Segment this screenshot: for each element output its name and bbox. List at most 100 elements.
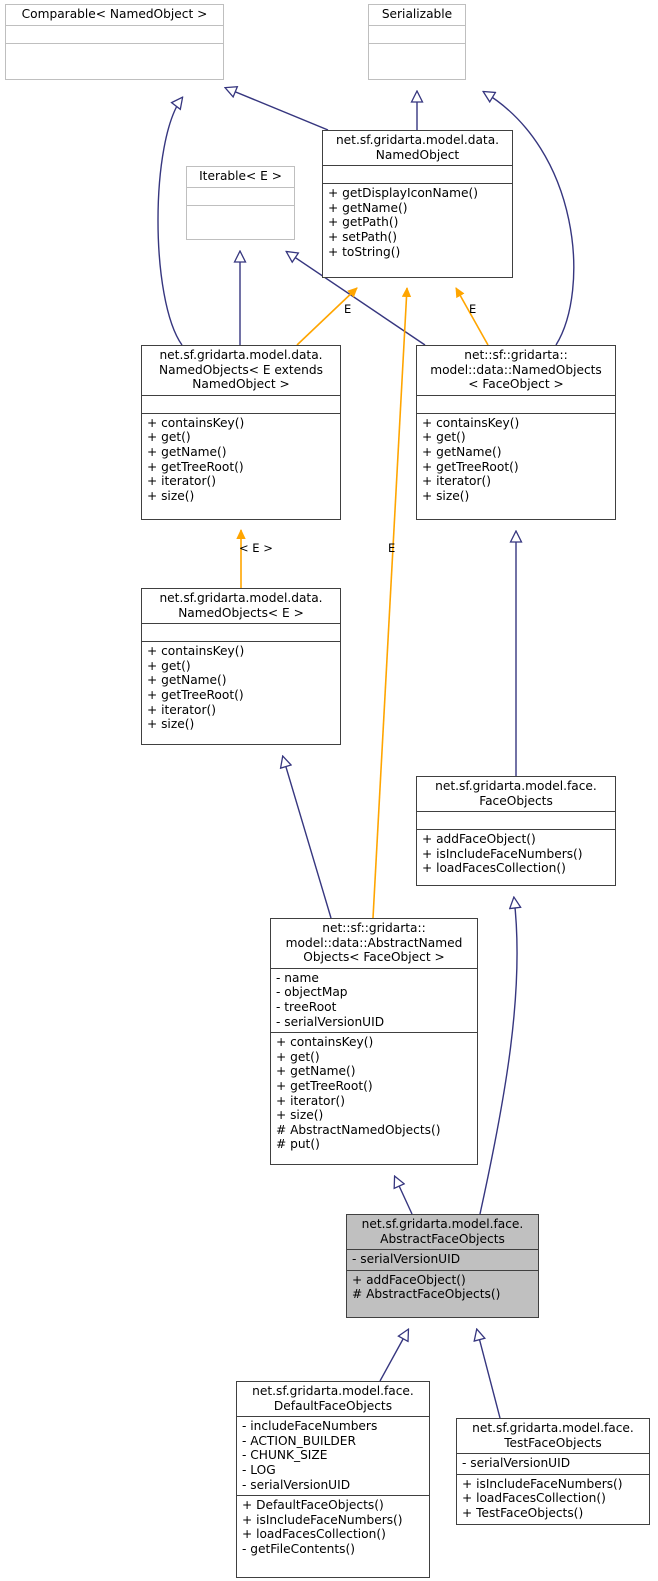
- class-method-row: + getName(): [276, 1064, 356, 1079]
- class-method-row: + getTreeRoot(): [147, 687, 244, 702]
- class-method-row: + getTreeRoot(): [276, 1078, 373, 1093]
- class-method-row: + containsKey(): [147, 415, 245, 430]
- class-title-line: model::data::NamedObjects: [430, 362, 602, 377]
- class-title: net::sf::gridarta::model::data::Abstract…: [271, 919, 477, 968]
- class-title: net.sf.gridarta.model.data.NamedObjects<…: [142, 589, 340, 623]
- class-title-line: net.sf.gridarta.model.data.: [159, 591, 323, 605]
- class-attribute-row: - serialVersionUID: [242, 1477, 351, 1492]
- class-method-row: - getFileContents(): [242, 1541, 356, 1556]
- class-methods: + containsKey()+ get()+ getName()+ getTr…: [417, 412, 615, 507]
- class-title: net.sf.gridarta.model.data.NamedObject: [323, 131, 512, 165]
- class-method-row: + size(): [276, 1108, 324, 1123]
- class-method-row: + getName(): [422, 444, 502, 459]
- class-title-line: net::sf::gridarta::: [464, 348, 568, 362]
- class-box-defaultfaceobjects[interactable]: net.sf.gridarta.model.face.DefaultFaceOb…: [236, 1381, 430, 1578]
- class-title-line: net.sf.gridarta.model.data.: [335, 133, 500, 147]
- edge-label-e1: E: [344, 302, 352, 316]
- class-title-line: net.sf.gridarta.model.face.: [435, 779, 597, 793]
- class-box-namedobject[interactable]: net.sf.gridarta.model.data.NamedObject + …: [322, 130, 513, 278]
- class-box-abstractfaceobjects[interactable]: net.sf.gridarta.model.face.AbstractFaceO…: [346, 1214, 539, 1318]
- class-title: net.sf.gridarta.model.face.FaceObjects: [417, 777, 615, 811]
- class-method-row: + addFaceObject(): [422, 832, 536, 847]
- class-title-line: FaceObjects: [479, 793, 553, 808]
- class-title: Iterable< E >: [187, 167, 294, 187]
- class-title-line: AbstractFaceObjects: [380, 1231, 505, 1246]
- class-method-row: + isIncludeFaceNumbers(): [242, 1512, 403, 1527]
- class-method-row: + get(): [422, 430, 466, 445]
- class-method-row: # AbstractNamedObjects(): [276, 1122, 441, 1137]
- class-method-row: + size(): [147, 488, 195, 503]
- class-attribute-row: - serialVersionUID: [352, 1252, 461, 1267]
- class-methods: + isIncludeFaceNumbers()+ loadFacesColle…: [457, 1473, 649, 1524]
- edge-label-e4: < E >: [239, 541, 273, 555]
- class-method-row: + getName(): [328, 200, 408, 215]
- class-attributes: - serialVersionUID: [457, 1453, 649, 1474]
- class-attribute-row: - objectMap: [276, 985, 348, 1000]
- class-attributes: [417, 394, 615, 413]
- class-attribute-row: - serialVersionUID: [276, 1014, 385, 1029]
- class-attribute-row: - includeFaceNumbers: [242, 1419, 378, 1434]
- class-title: net::sf::gridarta::model::data::NamedObj…: [417, 346, 615, 395]
- class-box-testfaceobjects[interactable]: net.sf.gridarta.model.face.TestFaceObjec…: [456, 1418, 650, 1525]
- class-box-namedobjects-e[interactable]: net.sf.gridarta.model.data.NamedObjects<…: [141, 588, 341, 745]
- class-box-abstractnamedobjects[interactable]: net::sf::gridarta::model::data::Abstract…: [270, 918, 478, 1165]
- class-title-line: net.sf.gridarta.model.data.: [159, 348, 323, 362]
- class-attribute-row: - treeRoot: [276, 999, 337, 1014]
- class-method-row: + iterator(): [422, 474, 491, 489]
- class-method-row: + containsKey(): [422, 415, 520, 430]
- class-attributes: - includeFaceNumbers- ACTION_BUILDER- CH…: [237, 1416, 429, 1495]
- class-attributes: [142, 623, 340, 641]
- class-attribute-row: - ACTION_BUILDER: [242, 1433, 356, 1448]
- class-method-row: + DefaultFaceObjects(): [242, 1498, 384, 1513]
- class-title-line: NamedObjects< E >: [178, 605, 304, 620]
- class-methods: + containsKey()+ get()+ getName()+ getTr…: [271, 1032, 477, 1155]
- class-method-row: + containsKey(): [147, 644, 245, 659]
- edge-label-e3: E: [388, 541, 396, 555]
- class-title-line: DefaultFaceObjects: [273, 1398, 393, 1413]
- class-attributes: [369, 24, 465, 43]
- class-title-line: TestFaceObjects: [504, 1435, 602, 1450]
- class-methods: + addFaceObject()# AbstractFaceObjects(): [347, 1269, 538, 1305]
- class-title-line: net::sf::gridarta::: [322, 921, 426, 935]
- class-box-namedobjects-faceobject[interactable]: net::sf::gridarta::model::data::NamedObj…: [416, 345, 616, 520]
- class-title-line: Comparable< NamedObject >: [21, 7, 208, 21]
- class-methods: + getDisplayIconName()+ getName()+ getPa…: [323, 183, 512, 262]
- class-method-row: + TestFaceObjects(): [462, 1505, 584, 1520]
- class-method-row: + getTreeRoot(): [422, 459, 519, 474]
- class-title-line: NamedObject >: [192, 377, 290, 392]
- class-methods: [369, 42, 465, 61]
- class-method-row: + addFaceObject(): [352, 1272, 466, 1287]
- class-methods: + DefaultFaceObjects()+ isIncludeFaceNum…: [237, 1495, 429, 1559]
- class-title-line: net.sf.gridarta.model.face.: [252, 1384, 414, 1398]
- class-attribute-row: - serialVersionUID: [462, 1456, 571, 1471]
- class-method-row: + loadFacesCollection(): [462, 1491, 606, 1506]
- class-title: net.sf.gridarta.model.face.AbstractFaceO…: [347, 1215, 538, 1249]
- class-method-row: + getPath(): [328, 215, 399, 230]
- class-attributes: [323, 165, 512, 183]
- edge-label-e2: E: [469, 302, 477, 316]
- class-method-row: + isIncludeFaceNumbers(): [462, 1476, 623, 1491]
- class-title-line: NamedObjects< E extends: [159, 362, 323, 377]
- class-box-faceobjects[interactable]: net.sf.gridarta.model.face.FaceObjects + …: [416, 776, 616, 886]
- class-box-namedobjects-e-extends[interactable]: net.sf.gridarta.model.data.NamedObjects<…: [141, 345, 341, 520]
- class-methods: [187, 204, 294, 223]
- class-methods: [6, 42, 223, 61]
- class-method-row: + loadFacesCollection(): [242, 1527, 386, 1542]
- class-attributes: [142, 394, 340, 413]
- class-method-row: + containsKey(): [276, 1035, 374, 1050]
- class-method-row: + iterator(): [147, 474, 216, 489]
- class-title-line: Serializable: [381, 7, 453, 21]
- class-box-serializable[interactable]: Serializable: [368, 4, 466, 80]
- class-box-iterable[interactable]: Iterable< E >: [186, 166, 295, 240]
- class-method-row: + getName(): [147, 673, 227, 688]
- class-method-row: + setPath(): [328, 229, 397, 244]
- class-methods: + containsKey()+ get()+ getName()+ getTr…: [142, 641, 340, 735]
- class-method-row: + getName(): [147, 444, 227, 459]
- class-box-comparable[interactable]: Comparable< NamedObject >: [5, 4, 224, 80]
- class-attribute-row: - CHUNK_SIZE: [242, 1448, 328, 1463]
- class-title-line: Objects< FaceObject >: [303, 950, 445, 965]
- class-attributes: - serialVersionUID: [347, 1249, 538, 1270]
- class-title: net.sf.gridarta.model.data.NamedObjects<…: [142, 346, 340, 395]
- class-title-line: NamedObject: [375, 147, 460, 162]
